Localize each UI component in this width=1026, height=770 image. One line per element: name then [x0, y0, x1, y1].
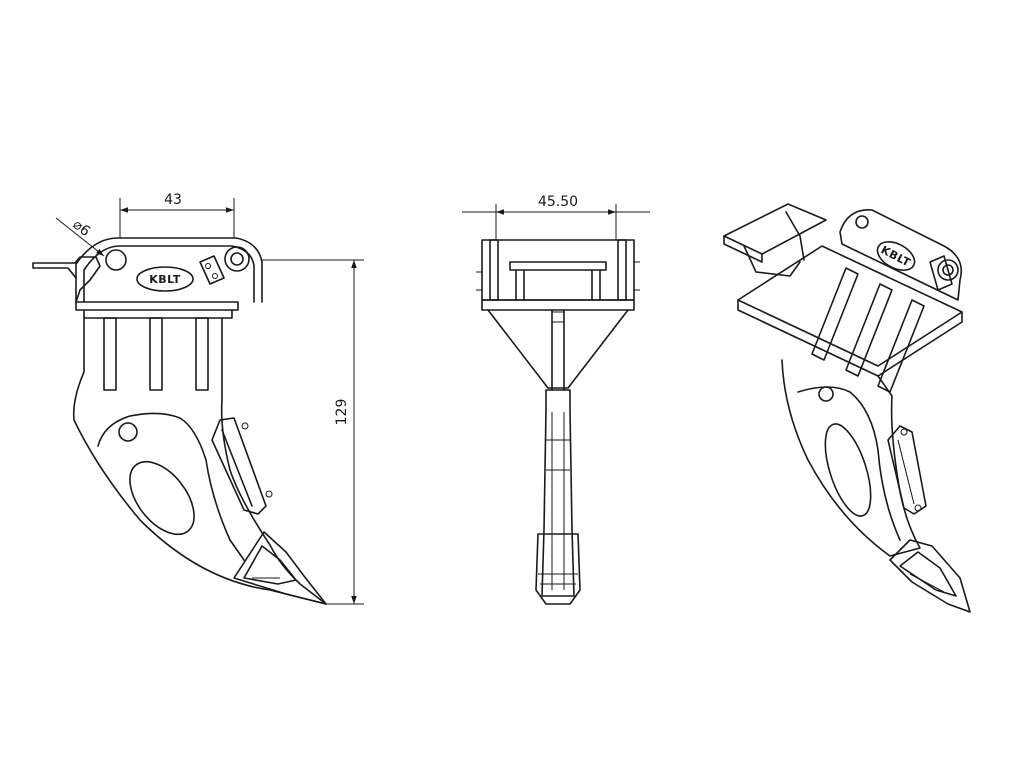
- dim-width-label: 45.50: [538, 194, 578, 210]
- side-view: KBLT 43 ⌀6 129: [32, 192, 364, 605]
- logo-text: KBLT: [879, 243, 913, 269]
- dim-width-label: 43: [164, 192, 182, 208]
- dim-height-label: 129: [334, 399, 350, 426]
- dim-hole-label: ⌀6: [70, 217, 94, 240]
- isometric-view: KBLT: [723, 203, 971, 613]
- logo-text: KBLT: [149, 273, 181, 286]
- logo-oval: [136, 266, 194, 292]
- front-view: 45.50: [462, 194, 650, 605]
